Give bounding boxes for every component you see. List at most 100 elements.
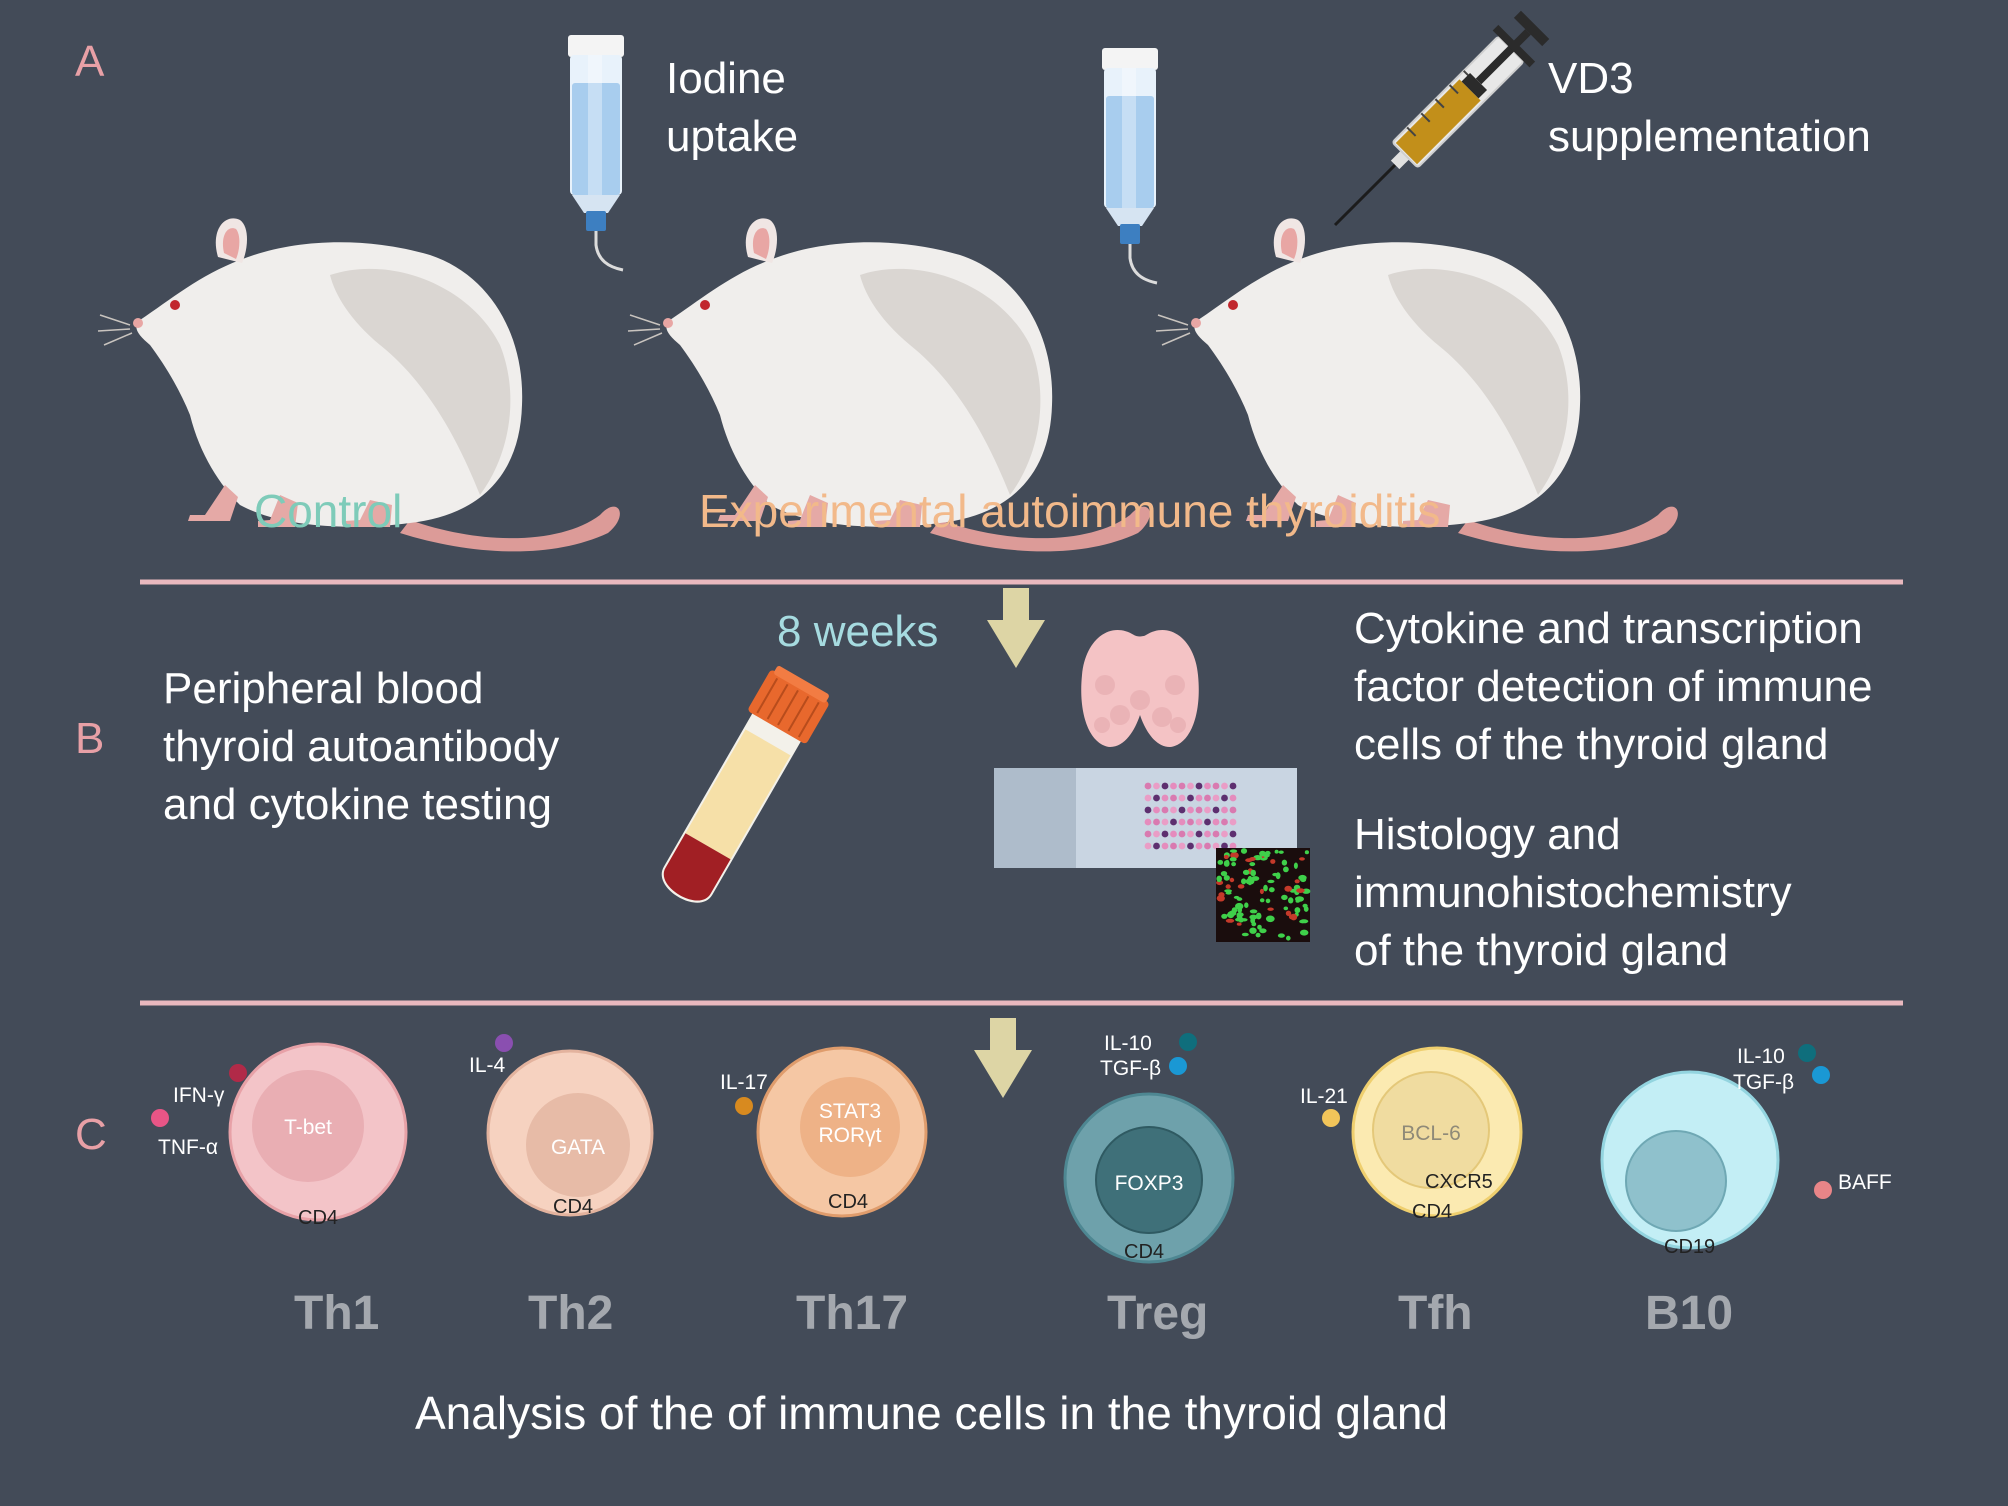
cytokine-tnf-alpha: [151, 1109, 169, 1127]
slide-dot: [1170, 842, 1177, 850]
slide-dot: [1161, 830, 1169, 838]
fluorescent-cell: [1268, 887, 1275, 893]
slide-dot: [1153, 782, 1160, 790]
slide-dot: [1212, 806, 1220, 814]
slide-dot: [1221, 830, 1228, 838]
slide-dot: [1221, 806, 1228, 814]
slide-dot: [1195, 830, 1203, 838]
fluorescent-cell: [1237, 884, 1245, 889]
slide-dot: [1221, 842, 1228, 850]
slide-dot: [1144, 782, 1152, 790]
fluorescent-cell: [1241, 878, 1247, 885]
weeks-label: 8 weeks: [777, 607, 939, 656]
fluorescent-cell: [1221, 913, 1228, 919]
slide-dot: [1229, 782, 1237, 790]
cytokine-label: BAFF: [1838, 1171, 1892, 1194]
analysis-title: Analysis of the of immune cells in the t…: [415, 1387, 1448, 1439]
slide-dot: [1178, 842, 1186, 850]
slide-dot: [1187, 818, 1194, 826]
slide-dot: [1187, 842, 1194, 850]
slide-dot: [1161, 806, 1169, 814]
vd3-supplementation-label: VD3 supplementation: [1548, 54, 1871, 162]
slide-dot: [1195, 842, 1203, 850]
fluorescent-cell: [1225, 918, 1235, 923]
fluorescent-cell: [1281, 859, 1288, 866]
cytokine-label: TNF-α: [158, 1136, 218, 1159]
fluorescent-cell: [1251, 876, 1260, 881]
slide-dot: [1170, 830, 1177, 838]
fluorescent-cell: [1259, 850, 1266, 857]
fluorescent-cell: [1216, 875, 1222, 882]
blood-tube-icon: [661, 666, 829, 903]
slide-dot: [1204, 806, 1211, 814]
slide-dot: [1161, 782, 1169, 790]
slide-dot: [1187, 782, 1194, 790]
surface-marker-label: CD4: [828, 1191, 869, 1213]
cell-name-tfh: Tfh: [1398, 1287, 1473, 1340]
cell-th2: [486, 1049, 654, 1217]
fluorescent-cell: [1218, 892, 1225, 898]
fluorescent-cell: [1230, 852, 1239, 859]
fluorescent-cell: [1299, 919, 1309, 924]
cell-name-th1: Th1: [294, 1287, 380, 1340]
fluorescent-cell: [1288, 897, 1294, 904]
fluorescent-cell: [1244, 902, 1249, 908]
surface-marker-label: CD4: [553, 1196, 594, 1218]
slide-dot: [1178, 830, 1186, 838]
slide-dot: [1170, 818, 1177, 826]
fluorescent-cell: [1296, 888, 1305, 893]
water-bottle-icon: [566, 33, 626, 272]
slide-dot: [1153, 806, 1160, 814]
slide-dot: [1144, 842, 1152, 850]
fluorescent-cell: [1272, 872, 1279, 877]
cytokine-il10: [1179, 1033, 1197, 1051]
fluorescent-cell: [1223, 875, 1230, 881]
fluorescent-cell: [1240, 848, 1248, 854]
slide-dot: [1212, 782, 1220, 790]
cytokine-label: TGF-β: [1100, 1057, 1162, 1080]
transcription-factor-label: GATA: [550, 1136, 606, 1159]
slide-dot: [1229, 806, 1237, 814]
cell-name-th2: Th2: [528, 1287, 614, 1340]
cytokine-il17: [735, 1097, 753, 1115]
cytokine-label: IL-17: [720, 1071, 768, 1094]
fluorescent-cell: [1288, 914, 1297, 920]
fluorescent-cell: [1285, 910, 1292, 916]
surface-marker-label: CD4: [298, 1207, 339, 1229]
slide-dot: [1195, 818, 1203, 826]
slide-dot: [1161, 818, 1169, 826]
fluorescent-cell: [1259, 898, 1265, 903]
fluorescent-cell: [1242, 869, 1250, 876]
fluorescent-cell: [1225, 859, 1230, 866]
fluorescent-cell: [1249, 927, 1257, 934]
slide-dot: [1204, 842, 1211, 850]
fluorescent-cell: [1250, 869, 1256, 877]
fluorescent-cell: [1277, 933, 1285, 938]
fluorescent-cell: [1267, 879, 1275, 884]
cell-name-b10: B10: [1645, 1287, 1734, 1340]
cell-th1: [228, 1042, 408, 1222]
down-arrow-icon: [974, 1018, 1032, 1098]
slide-dot: [1229, 818, 1237, 826]
fluorescent-cell: [1249, 909, 1258, 914]
transcription-factor-label: STAT3 RORγt: [818, 1100, 882, 1148]
fluorescent-cell: [1229, 849, 1238, 853]
slide-dot: [1170, 782, 1177, 790]
slide-dot: [1144, 818, 1152, 826]
surface-marker-label: CD4: [1124, 1241, 1165, 1263]
slide-dot: [1153, 794, 1160, 802]
slide-dot: [1170, 806, 1177, 814]
fluorescent-cell: [1241, 932, 1249, 937]
fluorescent-cell: [1255, 932, 1261, 938]
transcription-factor-label: FOXP3: [1114, 1172, 1184, 1195]
transcription-factor-label: BCL-6: [1401, 1122, 1461, 1145]
fluorescent-cell: [1255, 912, 1262, 920]
slide-dot: [1187, 830, 1194, 838]
cytokine-tgf-beta-b10: [1812, 1066, 1830, 1084]
slide-dot: [1178, 782, 1186, 790]
cell-name-th17: Th17: [796, 1287, 909, 1340]
histology-label: Histology and immunohistochemistry of th…: [1354, 810, 1792, 976]
cytokine-il4: [495, 1034, 513, 1052]
